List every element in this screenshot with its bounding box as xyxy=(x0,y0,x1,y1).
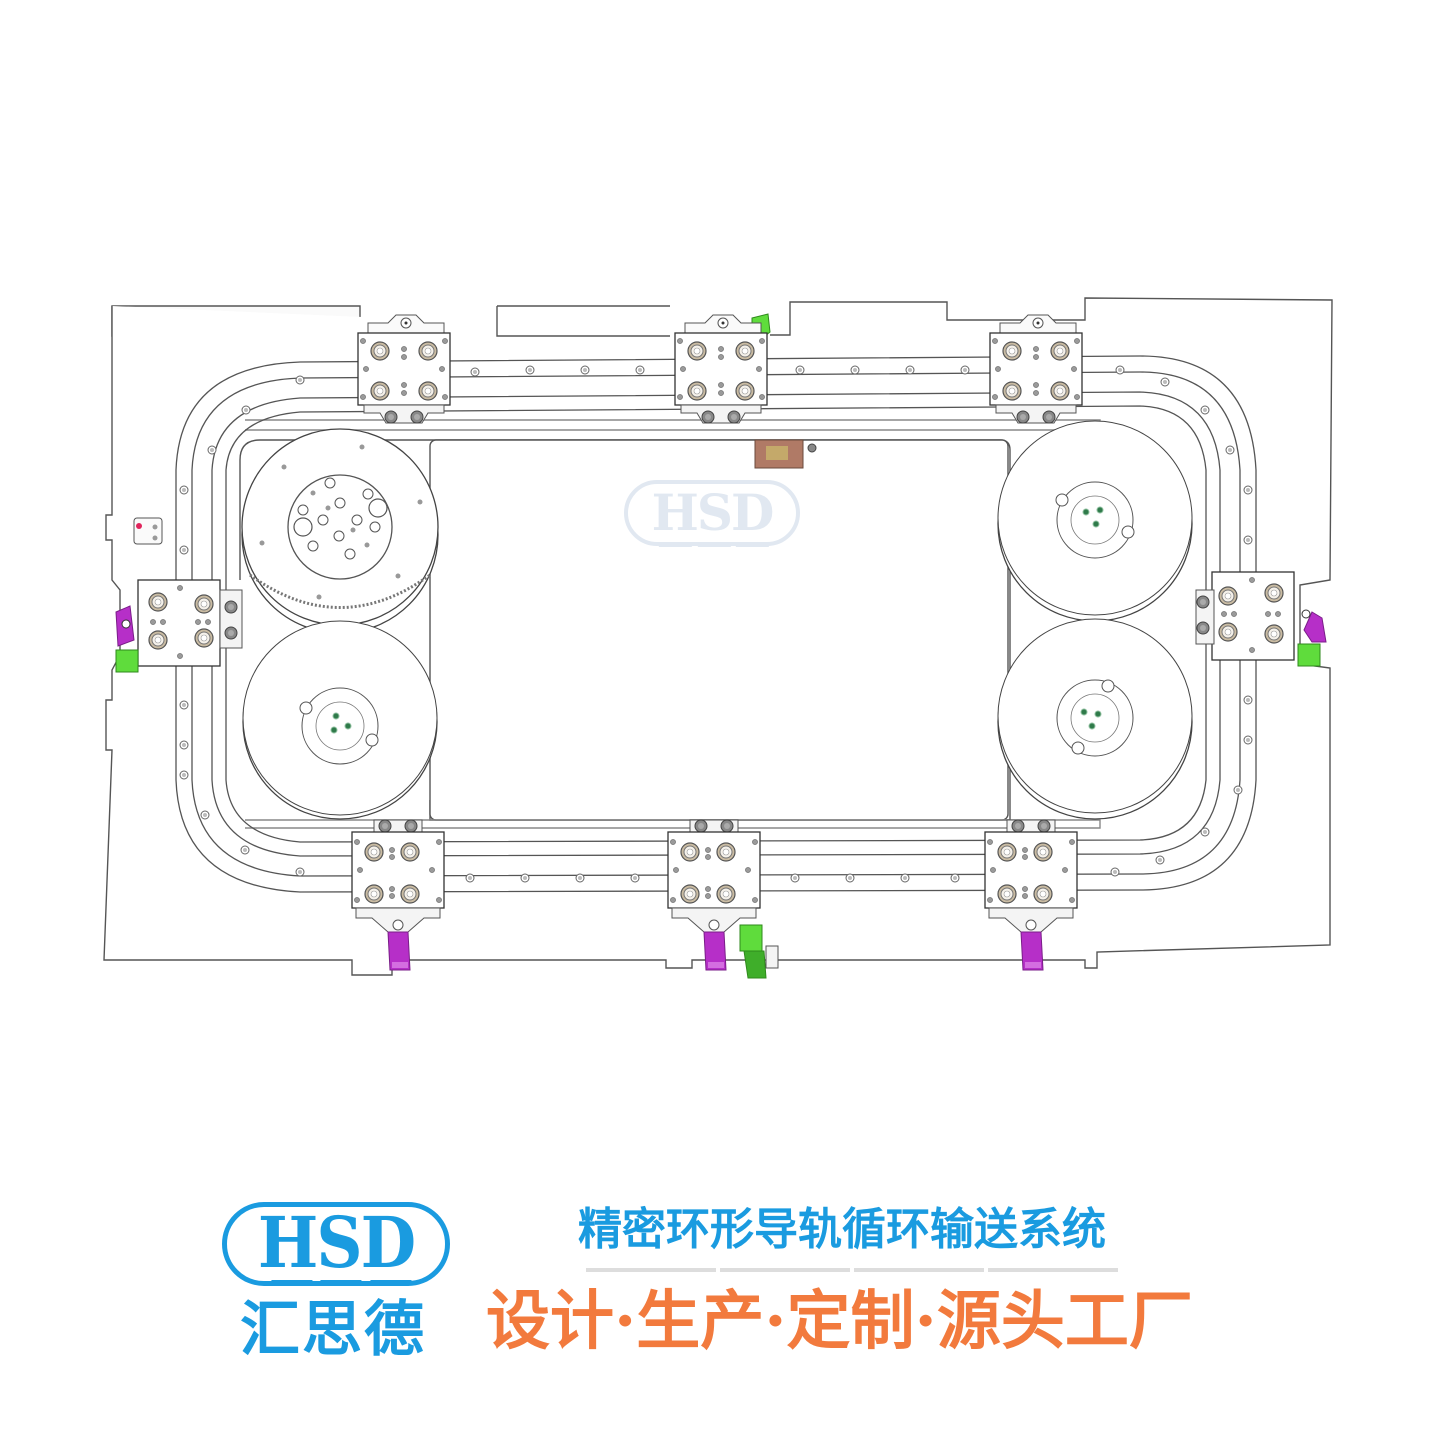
carriage-right xyxy=(1195,571,1327,667)
idler-pulley-top-right xyxy=(997,420,1193,622)
logo-underline-dashes xyxy=(268,1280,412,1286)
carriage-top-1 xyxy=(358,315,450,423)
logo-company-name: 汇思德 xyxy=(240,1295,426,1365)
watermark-dashes xyxy=(658,542,772,547)
drive-pulley-top-left xyxy=(241,428,439,634)
logo-oval-mark: HSD xyxy=(222,1202,450,1286)
watermark-text: HSD xyxy=(651,483,775,542)
red-button-block xyxy=(133,517,163,545)
carriage-left xyxy=(115,579,243,673)
logo-mark-text: HSD xyxy=(257,1202,416,1285)
hsd-logo: HSD 汇思德 xyxy=(222,1202,458,1388)
conveyor-cad-drawing xyxy=(103,297,1333,979)
idler-pulley-bottom-right xyxy=(997,618,1193,820)
brand-footer: HSD 汇思德 精密环形导轨循环输送系统 设计·生产·定制·源头工厂 xyxy=(0,1190,1440,1410)
ring-guide-rail xyxy=(175,355,1257,893)
sensor-green-bottom xyxy=(739,924,779,979)
product-tagline: 精密环形导轨循环输送系统 xyxy=(578,1204,1106,1255)
idler-pulley-bottom-left xyxy=(242,620,438,820)
sensor-bracket-brown xyxy=(754,439,817,469)
hsd-watermark: HSD xyxy=(624,480,800,546)
carriage-top-2 xyxy=(675,315,767,423)
carriage-top-3 xyxy=(990,315,1082,423)
tagline-divider xyxy=(586,1268,1118,1272)
company-slogan: 设计·生产·定制·源头工厂 xyxy=(486,1284,1193,1359)
